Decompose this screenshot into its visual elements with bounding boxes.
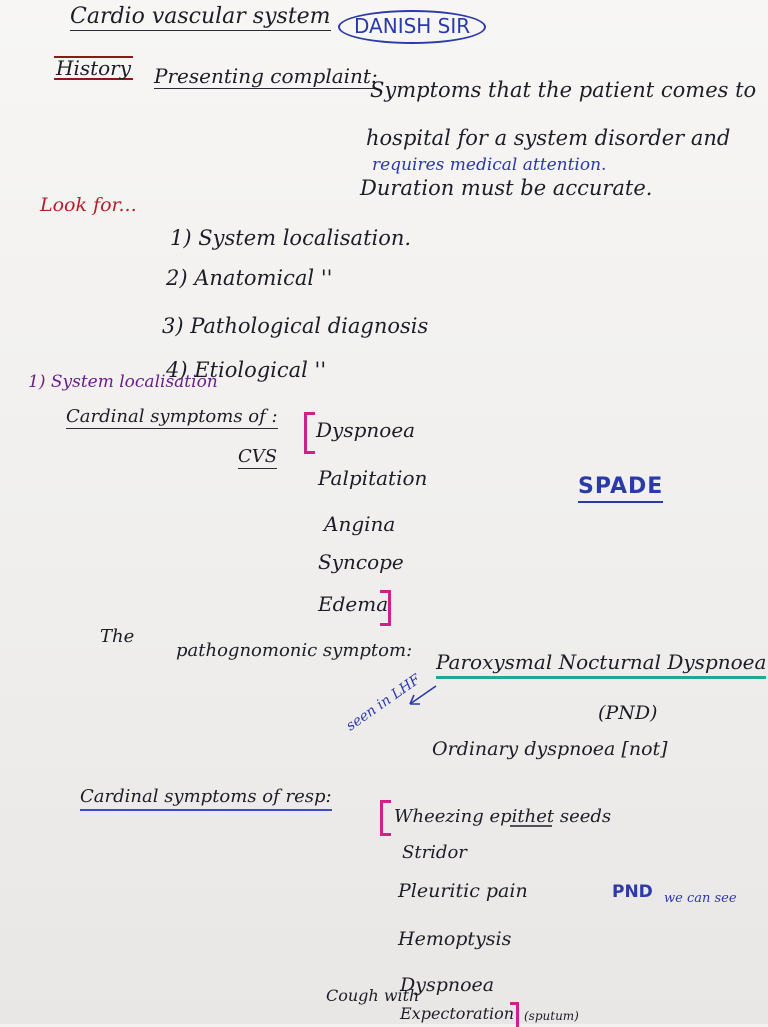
look-for-item-4: 4) Etiological '' [166,358,327,382]
resp-symptom-stridor: Stridor [402,842,467,863]
resp-symptom-dyspnoea: Dyspnoea [400,974,495,996]
pnd-abbr: (PND) [598,702,658,724]
ordinary-dyspnoea-note: Ordinary dyspnoea [not] [432,738,668,760]
resp-symptom-hemoptysis: Hemoptysis [398,928,512,950]
look-for-item-1: 1) System localisation. [170,226,412,250]
presenting-complaint-label: Presenting complaint: [154,64,378,89]
definition-line-3: requires medical attention. [372,155,607,175]
cvs-symptom-dyspnoea: Dyspnoea [316,418,416,442]
sputum-note: (sputum) [524,1009,579,1023]
cough-suffix: Expectoration [400,1004,515,1023]
history-label: History [54,56,134,80]
cvs-bracket-close [380,590,391,626]
look-for-item-3: 3) Pathological diagnosis [162,314,429,338]
page-title: Cardio vascular system [70,4,331,31]
pathognomonic-label: pathognomonic symptom: [176,640,413,661]
definition-line-2: hospital for a system disorder and [366,126,731,150]
teacher-label: DANISH SIR [338,10,487,44]
pnd-arrow [409,685,437,705]
resp-symptom-pleuritic-pain: Pleuritic pain [398,880,528,902]
look-for-label: Look for... [40,194,137,216]
cvs-symptom-palpitation: Palpitation [318,466,428,490]
pathognomonic-lead: The [100,626,135,647]
cough-with-label: Cough with [326,986,420,1005]
resp-bracket-close [510,1002,519,1027]
pnd-arrow-head [409,694,420,705]
look-for-item-2: 2) Anatomical '' [166,266,333,290]
cardinal-cvs-label: Cardinal symptoms of : [66,406,278,429]
cardinal-resp-label: Cardinal symptoms of resp: [80,788,332,811]
pathognomonic-value: Paroxysmal Nocturnal Dyspnoea [436,652,767,679]
we-can-see-note: we can see [664,891,737,906]
pnd-side-note: PND [612,882,653,902]
system-localisation-heading: 1) System localisation [28,372,218,392]
cvs-label: CVS [238,446,278,469]
cvs-symptom-angina: Angina [324,512,396,536]
definition-line-4: Duration must be accurate. [360,176,653,200]
cvs-bracket-open [304,412,315,454]
resp-bracket-open [380,800,391,836]
resp-symptom-wheezing: Wheezing epithet seeds [394,806,612,827]
spade-mnemonic: SPADE [578,476,664,503]
cvs-symptom-edema: Edema [318,592,389,616]
cvs-symptom-syncope: Syncope [318,550,404,574]
definition-line-1: Symptoms that the patient comes to [370,78,757,102]
